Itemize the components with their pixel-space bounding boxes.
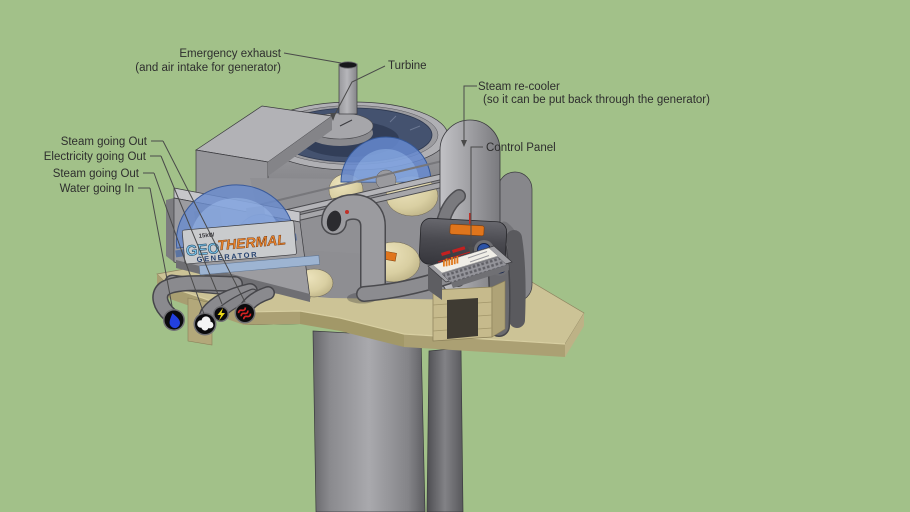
leader-electricity-out <box>150 155 223 305</box>
platform-edge <box>300 311 340 331</box>
support-column-rear <box>426 347 464 512</box>
label-steam-out-front: Steam going Out <box>53 168 140 180</box>
display-red-text <box>441 250 451 257</box>
leader-turbine <box>332 65 386 119</box>
leader-steam-out-front <box>143 172 205 315</box>
dome-right-inner <box>353 149 419 182</box>
leader-arrow <box>330 113 336 121</box>
label-steam-recooler-sub: (so it can be put back through the gener… <box>483 94 710 106</box>
label-emergency-exhaust: Emergency exhaust <box>179 48 281 60</box>
pedestal-opening <box>447 298 478 339</box>
pipe-water-in <box>153 276 242 322</box>
leader-water-in <box>138 187 173 307</box>
logo-power-rating: 15kW <box>198 232 214 239</box>
right-pipe-rear <box>506 230 526 328</box>
lightning-bolt-icon <box>217 308 225 321</box>
leader-arrow <box>468 247 474 254</box>
leader-control-panel <box>470 146 483 250</box>
fan-dome-right[interactable] <box>340 136 432 191</box>
label-steam-out-top: Steam going Out <box>61 136 148 148</box>
logo-plate[interactable]: 15kW GEO THERMAL GENERATOR <box>181 219 320 277</box>
support-column-front <box>312 330 426 512</box>
blue-strip <box>198 255 320 276</box>
label-turbine: Turbine <box>388 60 427 72</box>
label-control-panel: Control Panel <box>486 142 556 154</box>
label-steam-recooler: Steam re-cooler <box>478 81 560 93</box>
platform-edge <box>340 318 404 347</box>
label-water-in: Water going In <box>60 183 134 195</box>
display-red-text <box>452 246 466 254</box>
annotations: Emergency exhaust (and air intake for ge… <box>44 48 710 315</box>
leader-emergency-exhaust <box>283 52 342 64</box>
face-left-sliver <box>166 198 174 262</box>
generator-red-pin <box>469 213 472 224</box>
exhaust-chimney[interactable] <box>338 61 358 115</box>
leader-steam-recooler <box>463 85 477 142</box>
red-valve-dot <box>345 210 349 214</box>
support-columns[interactable] <box>312 330 464 512</box>
geothermal-generator-machine[interactable]: 15kW GEO THERMAL GENERATOR <box>152 61 533 342</box>
pedestal-brick-lines <box>432 301 493 332</box>
dome-right-shell <box>340 136 432 183</box>
display-bar-chart <box>443 256 459 267</box>
platform-edge <box>244 311 300 325</box>
steam-cloud-icon <box>197 316 214 331</box>
platform-edge-right <box>565 313 584 357</box>
pedestal-side <box>491 280 506 338</box>
water-drop-icon <box>169 313 181 329</box>
heat-waves-icon <box>237 307 252 320</box>
logo-background <box>181 220 297 265</box>
leader-arrow <box>461 140 467 147</box>
label-emergency-exhaust-sub: (and air intake for generator) <box>135 62 281 74</box>
console-display <box>432 247 499 274</box>
label-electricity-out: Electricity going Out <box>44 151 147 163</box>
leader-steam-out-top <box>151 140 246 303</box>
logo-word-geo: GEO <box>185 240 220 260</box>
generator-orange-label <box>449 223 485 237</box>
logo-word-thermal: THERMAL <box>217 231 287 253</box>
chimney-opening <box>338 61 358 69</box>
console-front-edge <box>451 265 509 288</box>
hub-needle <box>339 119 353 127</box>
box-right-face <box>268 116 332 176</box>
control-panel-console[interactable] <box>427 245 513 342</box>
elbow-opening <box>326 210 342 232</box>
